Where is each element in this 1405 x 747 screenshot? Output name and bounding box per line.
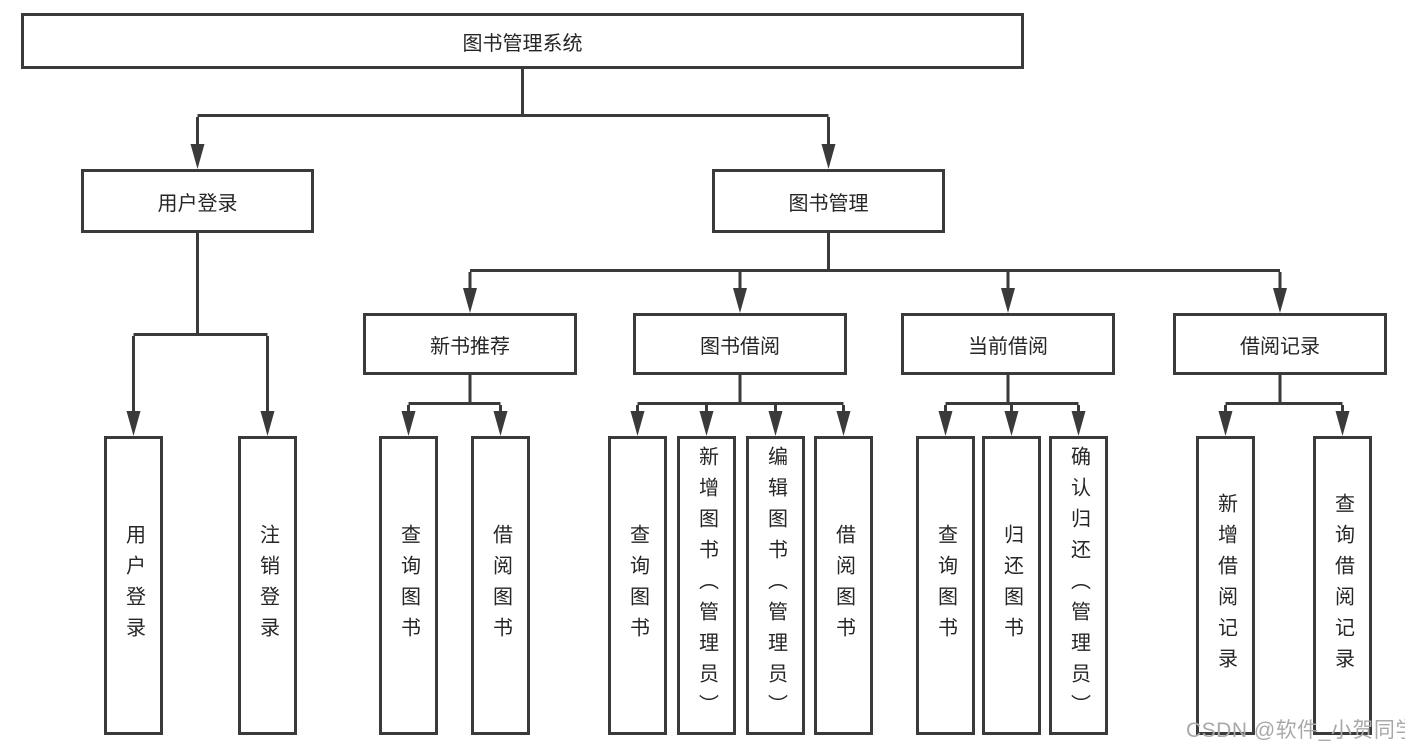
node-label: 确认归还（管理员）: [1067, 446, 1090, 725]
node-label: 图书借阅: [700, 335, 780, 358]
leaf-query-books: 查询图书: [379, 436, 438, 735]
leaf-edit-book-admin: 编辑图书（管理员）: [746, 436, 805, 735]
leaf-add-borrow-record: 新增借阅记录: [1196, 436, 1255, 735]
leaf-logout: 注销登录: [238, 436, 297, 735]
leaf-borrow-books: 借阅图书: [471, 436, 530, 735]
node-label: 编辑图书（管理员）: [764, 446, 787, 725]
node-label: 查询借阅记录: [1331, 492, 1354, 679]
node-library-management-system: 图书管理系统: [21, 13, 1024, 69]
node-user-login: 用户登录: [81, 169, 314, 233]
node-label: 新增图书（管理员）: [695, 446, 718, 725]
node-borrow-records: 借阅记录: [1173, 313, 1387, 375]
leaf-borrow-books: 借阅图书: [814, 436, 873, 735]
node-label: 查询图书: [934, 523, 957, 648]
node-current-borrow: 当前借阅: [901, 313, 1115, 375]
node-label: 归还图书: [1000, 523, 1023, 648]
leaf-add-book-admin: 新增图书（管理员）: [677, 436, 736, 735]
node-book-borrow: 图书借阅: [633, 313, 847, 375]
leaf-query-books: 查询图书: [608, 436, 667, 735]
node-label: 新增借阅记录: [1214, 492, 1237, 679]
node-label: 当前借阅: [968, 335, 1048, 358]
leaf-user-login: 用户登录: [104, 436, 163, 735]
leaf-query-borrow-record: 查询借阅记录: [1313, 436, 1372, 735]
node-label: 查询图书: [397, 523, 420, 648]
node-label: 查询图书: [626, 523, 649, 648]
node-label: 注销登录: [256, 523, 279, 648]
node-label: 借阅记录: [1240, 335, 1320, 358]
leaf-query-books: 查询图书: [916, 436, 975, 735]
node-label: 用户登录: [122, 523, 145, 648]
node-label: 图书管理系统: [462, 32, 583, 55]
csdn-watermark: CSDN @软件_小贺同学: [1186, 719, 1405, 742]
node-label: 用户登录: [157, 192, 238, 215]
leaf-confirm-return-admin: 确认归还（管理员）: [1049, 436, 1108, 735]
node-label: 新书推荐: [430, 335, 510, 358]
node-label: 图书管理: [788, 192, 869, 215]
node-label: 借阅图书: [832, 523, 855, 648]
leaf-return-book: 归还图书: [982, 436, 1041, 735]
node-book-management: 图书管理: [712, 169, 945, 233]
node-label: 借阅图书: [489, 523, 512, 648]
node-new-book-recommend: 新书推荐: [363, 313, 577, 375]
arrowheads: [126, 144, 1350, 436]
